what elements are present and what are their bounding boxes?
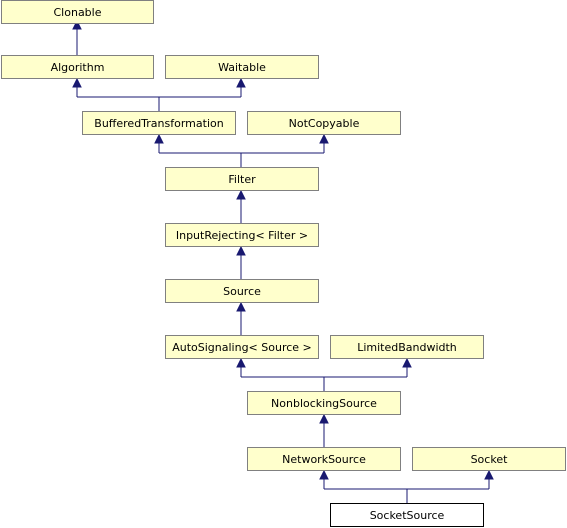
edge-filter-to-bufferedtransformation-notcopyable <box>154 133 329 167</box>
node-socket[interactable]: Socket <box>412 447 566 471</box>
node-notcopyable[interactable]: NotCopyable <box>247 111 401 135</box>
edge-autosignaling-to-source <box>236 301 246 335</box>
edge-source-to-inputrejecting <box>236 245 246 279</box>
node-autosignaling[interactable]: AutoSignaling< Source > <box>165 335 319 359</box>
node-filter[interactable]: Filter <box>165 167 319 191</box>
node-waitable[interactable]: Waitable <box>165 55 319 79</box>
edge-nonblockingsource-to-autosignaling-limitedbandwidth <box>236 357 412 391</box>
node-source[interactable]: Source <box>165 279 319 303</box>
node-limitedbandwidth[interactable]: LimitedBandwidth <box>330 335 484 359</box>
node-clonable[interactable]: Clonable <box>1 0 154 24</box>
edge-inputrejecting-to-filter <box>236 189 246 223</box>
node-algorithm[interactable]: Algorithm <box>1 55 154 79</box>
edge-networksource-to-nonblockingsource <box>319 413 329 447</box>
edge-socketsource-to-networksource-socket <box>319 469 494 503</box>
node-bufferedtransformation[interactable]: BufferedTransformation <box>82 111 236 135</box>
node-nonblockingsource[interactable]: NonblockingSource <box>247 391 401 415</box>
node-inputrejecting[interactable]: InputRejecting< Filter > <box>165 223 319 247</box>
edge-bufferedtransformation-to-algorithm-waitable <box>72 77 246 111</box>
node-socketsource: SocketSource <box>330 503 484 527</box>
edge-algorithm-to-clonable <box>72 19 82 55</box>
node-networksource[interactable]: NetworkSource <box>247 447 401 471</box>
